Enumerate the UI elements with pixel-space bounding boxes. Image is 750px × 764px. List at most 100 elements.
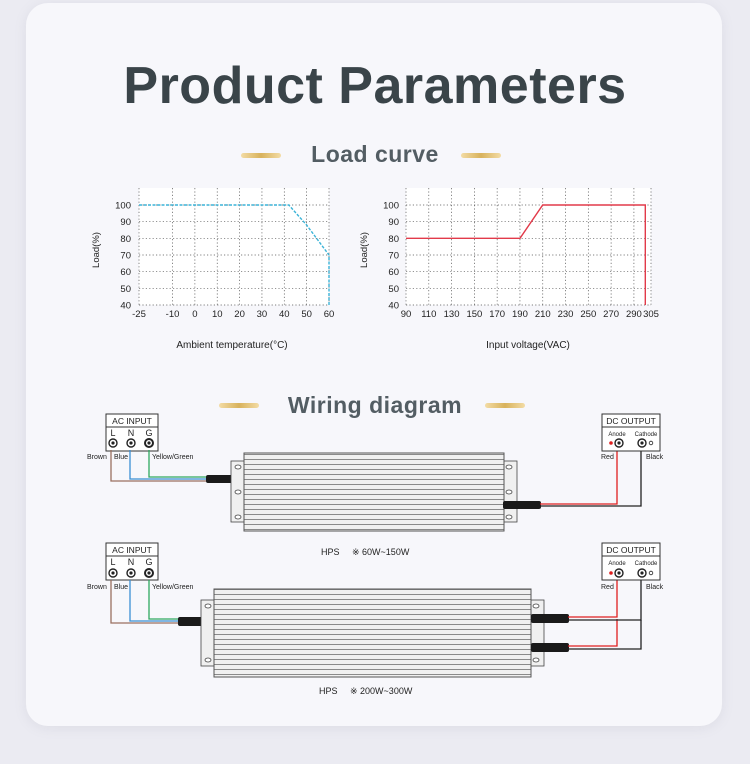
y-tick-label: 40 (388, 301, 399, 312)
section-title-wiring-diagram: Wiring diagram (287, 392, 463, 418)
red-wire (568, 619, 618, 647)
x-tick-label: 190 (512, 309, 528, 320)
terminal-label-n: N (128, 428, 135, 438)
terminal-label-g: G (145, 428, 152, 438)
x-tick-label: 150 (466, 309, 482, 320)
load-curve-line (406, 204, 646, 305)
chart-plot-area (406, 188, 651, 305)
yellow-green-wire (148, 580, 182, 620)
terminal-label-l: L (110, 557, 115, 567)
wire-label-brown: Brown (87, 454, 107, 461)
x-tick-label: -10 (166, 309, 180, 320)
brown-wire (110, 580, 182, 624)
black-wire (568, 576, 642, 621)
wire-label-yellow-green: Yellow/Green (152, 454, 193, 461)
model-series-label: HPS (321, 547, 340, 557)
chart-plot-area (139, 188, 329, 305)
wire-label-blue: Blue (114, 454, 128, 461)
x-axis-label: Input voltage(VAC) (486, 340, 570, 351)
terminal-label-anode: Anode (608, 561, 626, 567)
y-tick-label: 40 (120, 301, 131, 312)
dc-cable-sleeve (503, 501, 541, 509)
dc-output-terminal-block: DC OUTPUT Anode Cathode (601, 413, 661, 452)
terminal-label-cathode: Cathode (635, 432, 658, 438)
red-wire (540, 447, 618, 505)
ac-input-terminal-block: AC INPUT L N G (105, 542, 159, 581)
dc-output-terminal-block: DC OUTPUT Anode Cathode (601, 542, 661, 581)
wire-label-black: Black (646, 584, 664, 591)
blue-wire (129, 580, 182, 622)
gold-divider-left (219, 403, 259, 408)
y-tick-label: 50 (388, 284, 399, 295)
wire-label-black: Black (646, 454, 664, 461)
x-tick-label: 230 (558, 309, 574, 320)
x-tick-label: 270 (603, 309, 619, 320)
x-tick-label: 305 (643, 309, 659, 320)
y-tick-label: 100 (115, 201, 131, 212)
dc-output-title: DC OUTPUT (606, 545, 656, 555)
wiring-diagram-60-150w: AC INPUT L N G Brown Blue Yellow/Green (87, 413, 664, 557)
x-tick-label: 110 (421, 309, 436, 320)
gold-divider-left (241, 153, 281, 158)
terminal-label-n: N (128, 557, 135, 567)
wire-label-red: Red (601, 454, 614, 461)
x-tick-label: 250 (580, 309, 596, 320)
yellow-green-wire (148, 450, 210, 478)
terminal-label-cathode: Cathode (635, 561, 658, 567)
terminal-label-l: L (110, 428, 115, 438)
x-tick-label: 130 (444, 309, 460, 320)
model-power-range: ※ 60W~150W (352, 547, 410, 557)
y-axis-label: Load(%) (91, 232, 102, 268)
terminal-label-g: G (145, 557, 152, 567)
x-tick-label: 60 (324, 309, 335, 320)
x-tick-label: 90 (401, 309, 412, 320)
y-tick-label: 80 (120, 234, 131, 245)
blue-wire (129, 450, 210, 480)
ac-input-title: AC INPUT (112, 416, 152, 426)
y-tick-label: 60 (388, 267, 399, 278)
wire-label-brown: Brown (87, 584, 107, 591)
x-axis-label: Ambient temperature(°C) (176, 340, 287, 351)
power-supply-enclosure (230, 452, 518, 532)
wiring-diagram-200-300w: AC INPUT L N G Brown Blue Yellow/Green (87, 542, 664, 696)
model-power-range: ※ 200W~300W (350, 686, 413, 696)
dc-cable-sleeve (531, 643, 569, 652)
black-wire (540, 447, 642, 507)
y-tick-label: 50 (120, 284, 131, 295)
black-wire (568, 620, 642, 650)
y-tick-label: 70 (388, 251, 399, 262)
brown-wire (110, 450, 210, 482)
model-series-label: HPS (319, 686, 338, 696)
x-tick-label: 50 (301, 309, 312, 320)
x-tick-label: 170 (489, 309, 505, 320)
page-title: Product Parameters (123, 57, 627, 115)
y-tick-label: 90 (388, 217, 399, 228)
ac-input-title: AC INPUT (112, 545, 152, 555)
power-supply-enclosure (200, 588, 545, 678)
ac-input-terminal-block: AC INPUT L N G (105, 413, 159, 452)
wire-label-yellow-green: Yellow/Green (152, 584, 193, 591)
terminal-label-anode: Anode (608, 432, 626, 438)
section-title-load-curve: Load curve (311, 141, 439, 167)
y-tick-label: 100 (383, 201, 399, 212)
x-tick-label: 210 (535, 309, 551, 320)
gold-divider-right (461, 153, 501, 158)
x-tick-label: 30 (257, 309, 268, 320)
x-tick-label: 0 (192, 309, 197, 320)
x-tick-label: -25 (132, 309, 146, 320)
y-tick-label: 90 (120, 217, 131, 228)
x-tick-label: 290 (626, 309, 642, 320)
load-curve-line (139, 204, 330, 305)
wire-label-red: Red (601, 584, 614, 591)
x-tick-label: 20 (234, 309, 245, 320)
wire-label-blue: Blue (114, 584, 128, 591)
y-tick-label: 60 (120, 267, 131, 278)
x-tick-label: 10 (212, 309, 223, 320)
dc-cable-sleeve (531, 614, 569, 623)
x-tick-label: 40 (279, 309, 290, 320)
y-tick-label: 80 (388, 234, 399, 245)
y-axis-label: Load(%) (359, 232, 370, 268)
